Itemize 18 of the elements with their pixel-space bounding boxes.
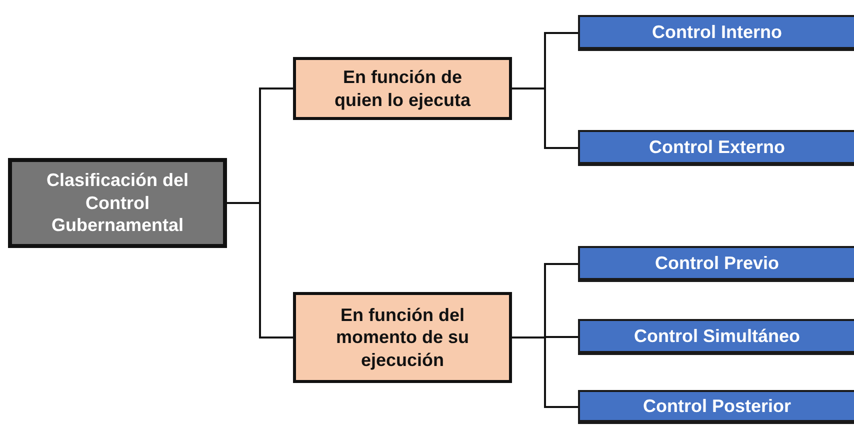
box-label: Control Interno — [652, 20, 782, 44]
category-box — [293, 57, 512, 120]
item-box — [578, 130, 854, 166]
box-label: En función del momento de su ejecución — [334, 304, 470, 372]
connector-line — [512, 88, 578, 149]
item-box — [578, 319, 854, 355]
root-box — [8, 158, 227, 248]
box-label: Control Externo — [648, 136, 785, 158]
box-label: Control Simultáneo — [634, 324, 800, 348]
box-label: Control Posterior — [642, 394, 791, 418]
box-label: Clasificación del Control Gubernamental — [45, 169, 190, 237]
item-box — [578, 246, 854, 282]
category-box — [293, 292, 512, 383]
box-label: Control Previo — [654, 252, 779, 274]
connector-line — [512, 336, 578, 408]
item-box — [578, 390, 854, 424]
item-box — [578, 15, 854, 51]
box-label: En función de quien lo ejecuta — [333, 66, 472, 111]
